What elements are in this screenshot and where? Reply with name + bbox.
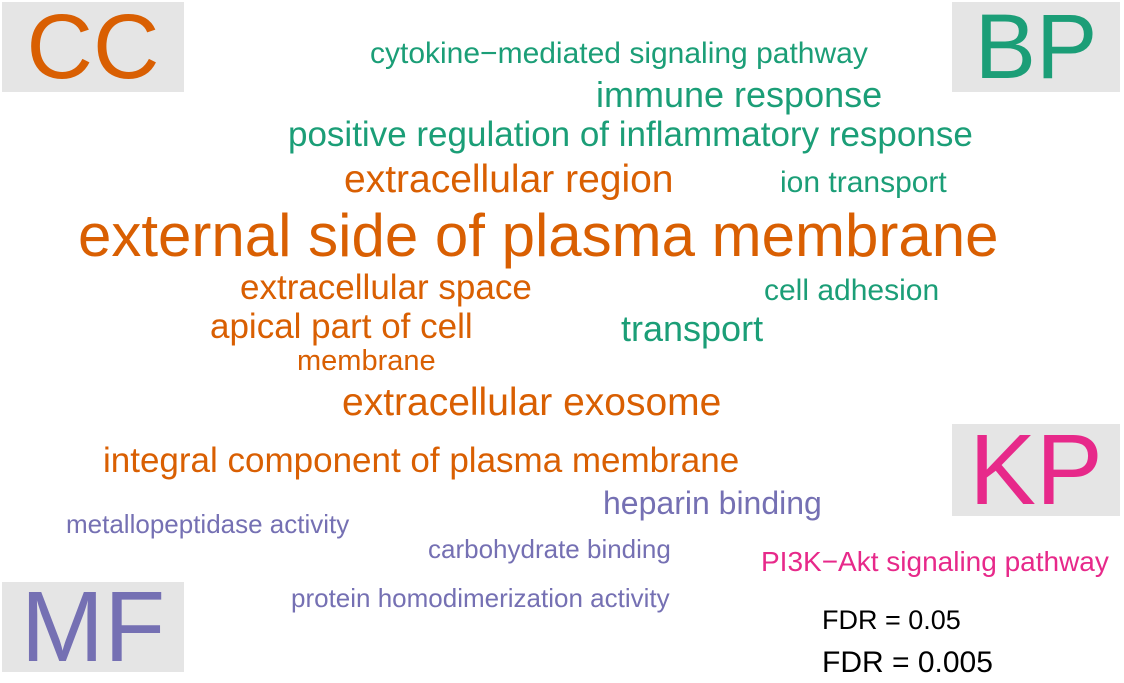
term-heparin-binding: heparin binding [603, 485, 822, 521]
term-positive-regulation-of-inflammatory-response: positive regulation of inflammatory resp… [288, 115, 973, 154]
category-label-kp: KP [952, 420, 1120, 520]
term-extracellular-exosome: extracellular exosome [342, 381, 722, 424]
legend-fdr-high: FDR = 0.005 [822, 646, 993, 679]
term-integral-component-of-plasma-membrane: integral component of plasma membrane [103, 441, 740, 480]
term-ion-transport: ion transport [780, 166, 947, 199]
term-metallopeptidase-activity: metallopeptidase activity [66, 509, 350, 539]
term-extracellular-space: extracellular space [240, 268, 532, 307]
category-label-bp: BP [952, 1, 1120, 93]
term-extracellular-region: extracellular region [344, 158, 674, 201]
term-immune-response: immune response [596, 74, 883, 115]
term-apical-part-of-cell: apical part of cell [210, 307, 473, 346]
term-membrane: membrane [297, 345, 436, 377]
term-cell-adhesion: cell adhesion [764, 274, 940, 307]
term-external-side-of-plasma-membrane: external side of plasma membrane [78, 202, 999, 269]
category-label-mf: MF [2, 577, 184, 677]
legend-fdr-low: FDR = 0.05 [822, 605, 961, 635]
term-transport: transport [621, 308, 764, 349]
category-label-cc: CC [2, 1, 184, 93]
term-carbohydrate-binding: carbohydrate binding [428, 534, 671, 564]
term-cytokine-mediated-signaling-pathway: cytokine−mediated signaling pathway [370, 37, 868, 70]
term-pi3k-akt-signaling-pathway: PI3K−Akt signaling pathway [761, 546, 1109, 577]
term-protein-homodimerization-activity: protein homodimerization activity [291, 583, 670, 613]
